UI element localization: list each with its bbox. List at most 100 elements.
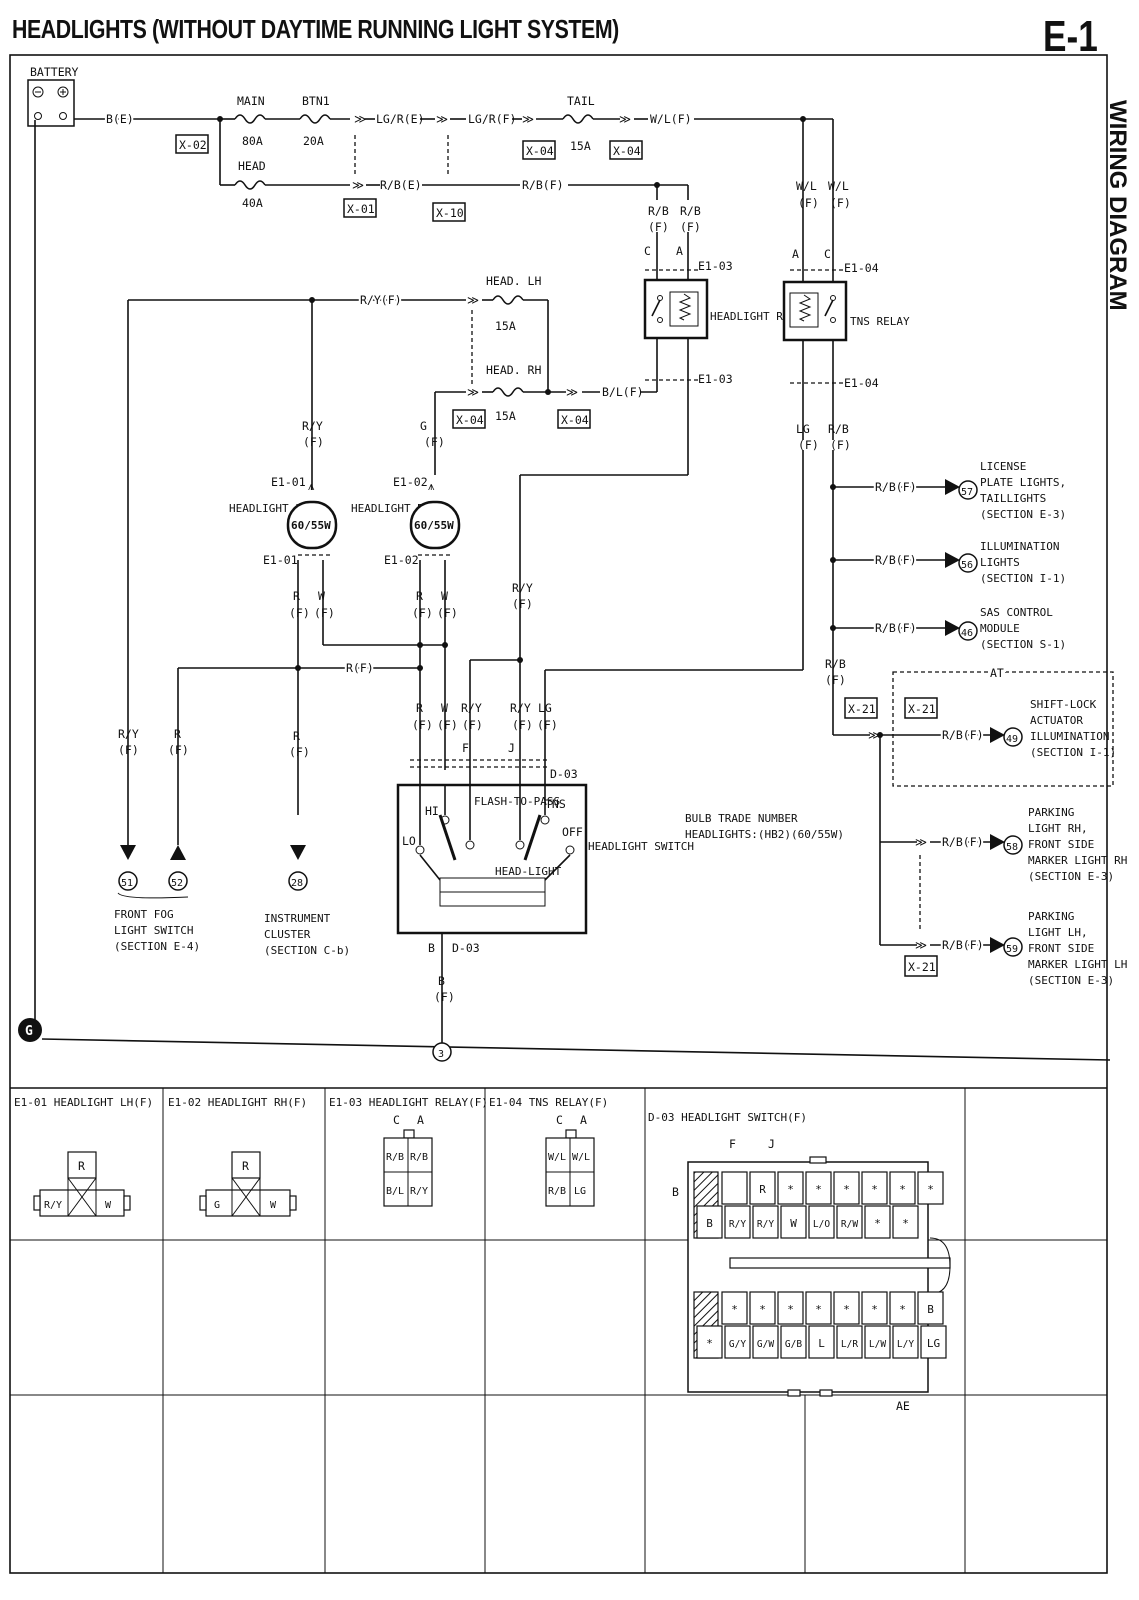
svg-text:LIGHT RH,: LIGHT RH, (1028, 822, 1088, 835)
svg-text:(F): (F) (314, 606, 335, 620)
svg-text:B/L(F): B/L(F) (602, 385, 644, 399)
svg-text:X-10: X-10 (436, 206, 464, 220)
svg-text:R/B(F): R/B(F) (942, 728, 984, 742)
svg-text:G: G (420, 419, 427, 433)
page-title: HEADLIGHTS (WITHOUT DAYTIME RUNNING LIGH… (12, 14, 619, 44)
connector-pin-label: * (871, 1183, 878, 1196)
svg-text:R/Y(F): R/Y(F) (360, 293, 402, 307)
svg-text:LO: LO (402, 834, 416, 848)
connector-pin-label: W (790, 1217, 797, 1230)
svg-text:≫: ≫ (915, 835, 927, 849)
svg-text:(F): (F) (289, 745, 310, 759)
svg-text:INSTRUMENT: INSTRUMENT (264, 912, 331, 925)
connector-pin-label: * (902, 1217, 909, 1230)
svg-text:A: A (676, 244, 683, 258)
connector-pin-cell (917, 1171, 944, 1205)
svg-text:60/55W: 60/55W (291, 519, 331, 532)
svg-text:(SECTION C-b): (SECTION C-b) (264, 944, 350, 957)
svg-text:≫: ≫ (436, 112, 448, 126)
svg-text:R: R (242, 1159, 249, 1173)
connector-pin-label: G/Y (729, 1339, 746, 1350)
connector-pin-cell (777, 1291, 804, 1325)
svg-text:LG/R(E): LG/R(E) (376, 112, 424, 126)
svg-text:HEAD. LH: HEAD. LH (486, 274, 541, 288)
connector-pin-cell (836, 1325, 863, 1359)
svg-text:(F): (F) (512, 597, 533, 611)
connector-pin-label: * (843, 1183, 850, 1196)
svg-text:X-21: X-21 (848, 702, 876, 716)
svg-text:F: F (462, 741, 469, 755)
svg-text:R/Y: R/Y (118, 727, 139, 741)
svg-text:49: 49 (1006, 734, 1018, 745)
connector-pin-cell (808, 1325, 835, 1359)
svg-text:HEAD-LIGHT: HEAD-LIGHT (495, 865, 562, 878)
connector-pin-cell (752, 1325, 779, 1359)
svg-text:≫: ≫ (467, 385, 479, 399)
svg-text:AT: AT (990, 666, 1004, 680)
connector-pin-label: L/Y (897, 1339, 914, 1350)
svg-text:(SECTION S-1): (SECTION S-1) (980, 638, 1066, 651)
connector-pin-label: * (759, 1303, 766, 1316)
svg-text:R: R (416, 701, 423, 715)
svg-text:BULB TRADE NUMBER: BULB TRADE NUMBER (685, 812, 798, 825)
connector-pin-label: R/Y (757, 1219, 774, 1230)
svg-text:LG: LG (796, 422, 810, 436)
svg-text:ILLUMINATION: ILLUMINATION (980, 540, 1059, 553)
svg-text:59: 59 (1006, 944, 1018, 955)
svg-text:MAIN: MAIN (237, 94, 265, 108)
connector-pin-label: * (899, 1183, 906, 1196)
page-number: E-1 (1043, 12, 1098, 61)
svg-text:(F): (F) (680, 220, 701, 234)
connector-pin-label: LG (927, 1337, 940, 1350)
svg-text:R: R (78, 1159, 85, 1173)
svg-text:SAS CONTROL: SAS CONTROL (980, 606, 1053, 619)
svg-text:G: G (25, 1024, 33, 1039)
svg-text:D-03: D-03 (550, 767, 578, 781)
svg-text:HEAD. RH: HEAD. RH (486, 363, 541, 377)
svg-text:FLASH-TO-PASS: FLASH-TO-PASS (474, 795, 560, 808)
svg-text:A: A (792, 247, 799, 261)
svg-text:W/L: W/L (796, 179, 817, 193)
connector-pin-label: L (818, 1337, 825, 1350)
connector-pin-cell (861, 1291, 888, 1325)
svg-text:51: 51 (121, 878, 133, 889)
ground-symbol: G (18, 1018, 42, 1042)
connector-pin-label: * (787, 1183, 794, 1196)
svg-text:(F): (F) (825, 673, 846, 687)
connector-e101: E1-01 HEADLIGHT LH(F) R R/Y W (14, 1096, 153, 1217)
svg-text:TNS RELAY: TNS RELAY (850, 315, 910, 328)
connector-pin-label: * (874, 1217, 881, 1230)
svg-text:E1-03 HEADLIGHT RELAY(F): E1-03 HEADLIGHT RELAY(F) (329, 1096, 488, 1109)
headlight-switch: HI LO FLASH-TO-PASS TNS OFF HEAD-LIGHT H… (396, 770, 694, 1062)
svg-text:HEADLIGHTS:(HB2)(60/55W): HEADLIGHTS:(HB2)(60/55W) (685, 828, 844, 841)
svg-text:(F): (F) (412, 718, 433, 732)
svg-text:≫: ≫ (915, 938, 927, 952)
connector-pin-cell (833, 1291, 860, 1325)
svg-text:⩚: ⩚ (308, 479, 315, 493)
svg-text:BATTERY: BATTERY (30, 65, 79, 79)
connector-pin-cell (777, 1171, 804, 1205)
svg-text:20A: 20A (303, 134, 324, 148)
page-frame (9, 54, 1108, 1574)
svg-text:SHIFT-LOCK: SHIFT-LOCK (1030, 698, 1097, 711)
svg-text:ACTUATOR: ACTUATOR (1030, 714, 1083, 727)
svg-text:E1-01: E1-01 (271, 475, 306, 489)
svg-text:HEADLIGHT SWITCH: HEADLIGHT SWITCH (588, 840, 694, 853)
svg-text:(F): (F) (424, 435, 445, 449)
connector-pin-cell (721, 1291, 748, 1325)
svg-text:(F): (F) (412, 606, 433, 620)
svg-text:80A: 80A (242, 134, 263, 148)
svg-text:15A: 15A (495, 409, 516, 423)
svg-text:HEAD: HEAD (238, 159, 266, 173)
svg-text:≫: ≫ (352, 178, 364, 192)
connector-pin-label: * (815, 1183, 822, 1196)
connector-pin-label: * (843, 1303, 850, 1316)
connector-pin-cell (724, 1205, 751, 1239)
svg-text:G: G (214, 1200, 220, 1211)
svg-text:(F): (F) (512, 718, 533, 732)
svg-text:(SECTION I-1): (SECTION I-1) (1030, 746, 1116, 759)
connector-pin-label: L/O (813, 1219, 830, 1230)
svg-text:R/Y: R/Y (510, 701, 531, 715)
